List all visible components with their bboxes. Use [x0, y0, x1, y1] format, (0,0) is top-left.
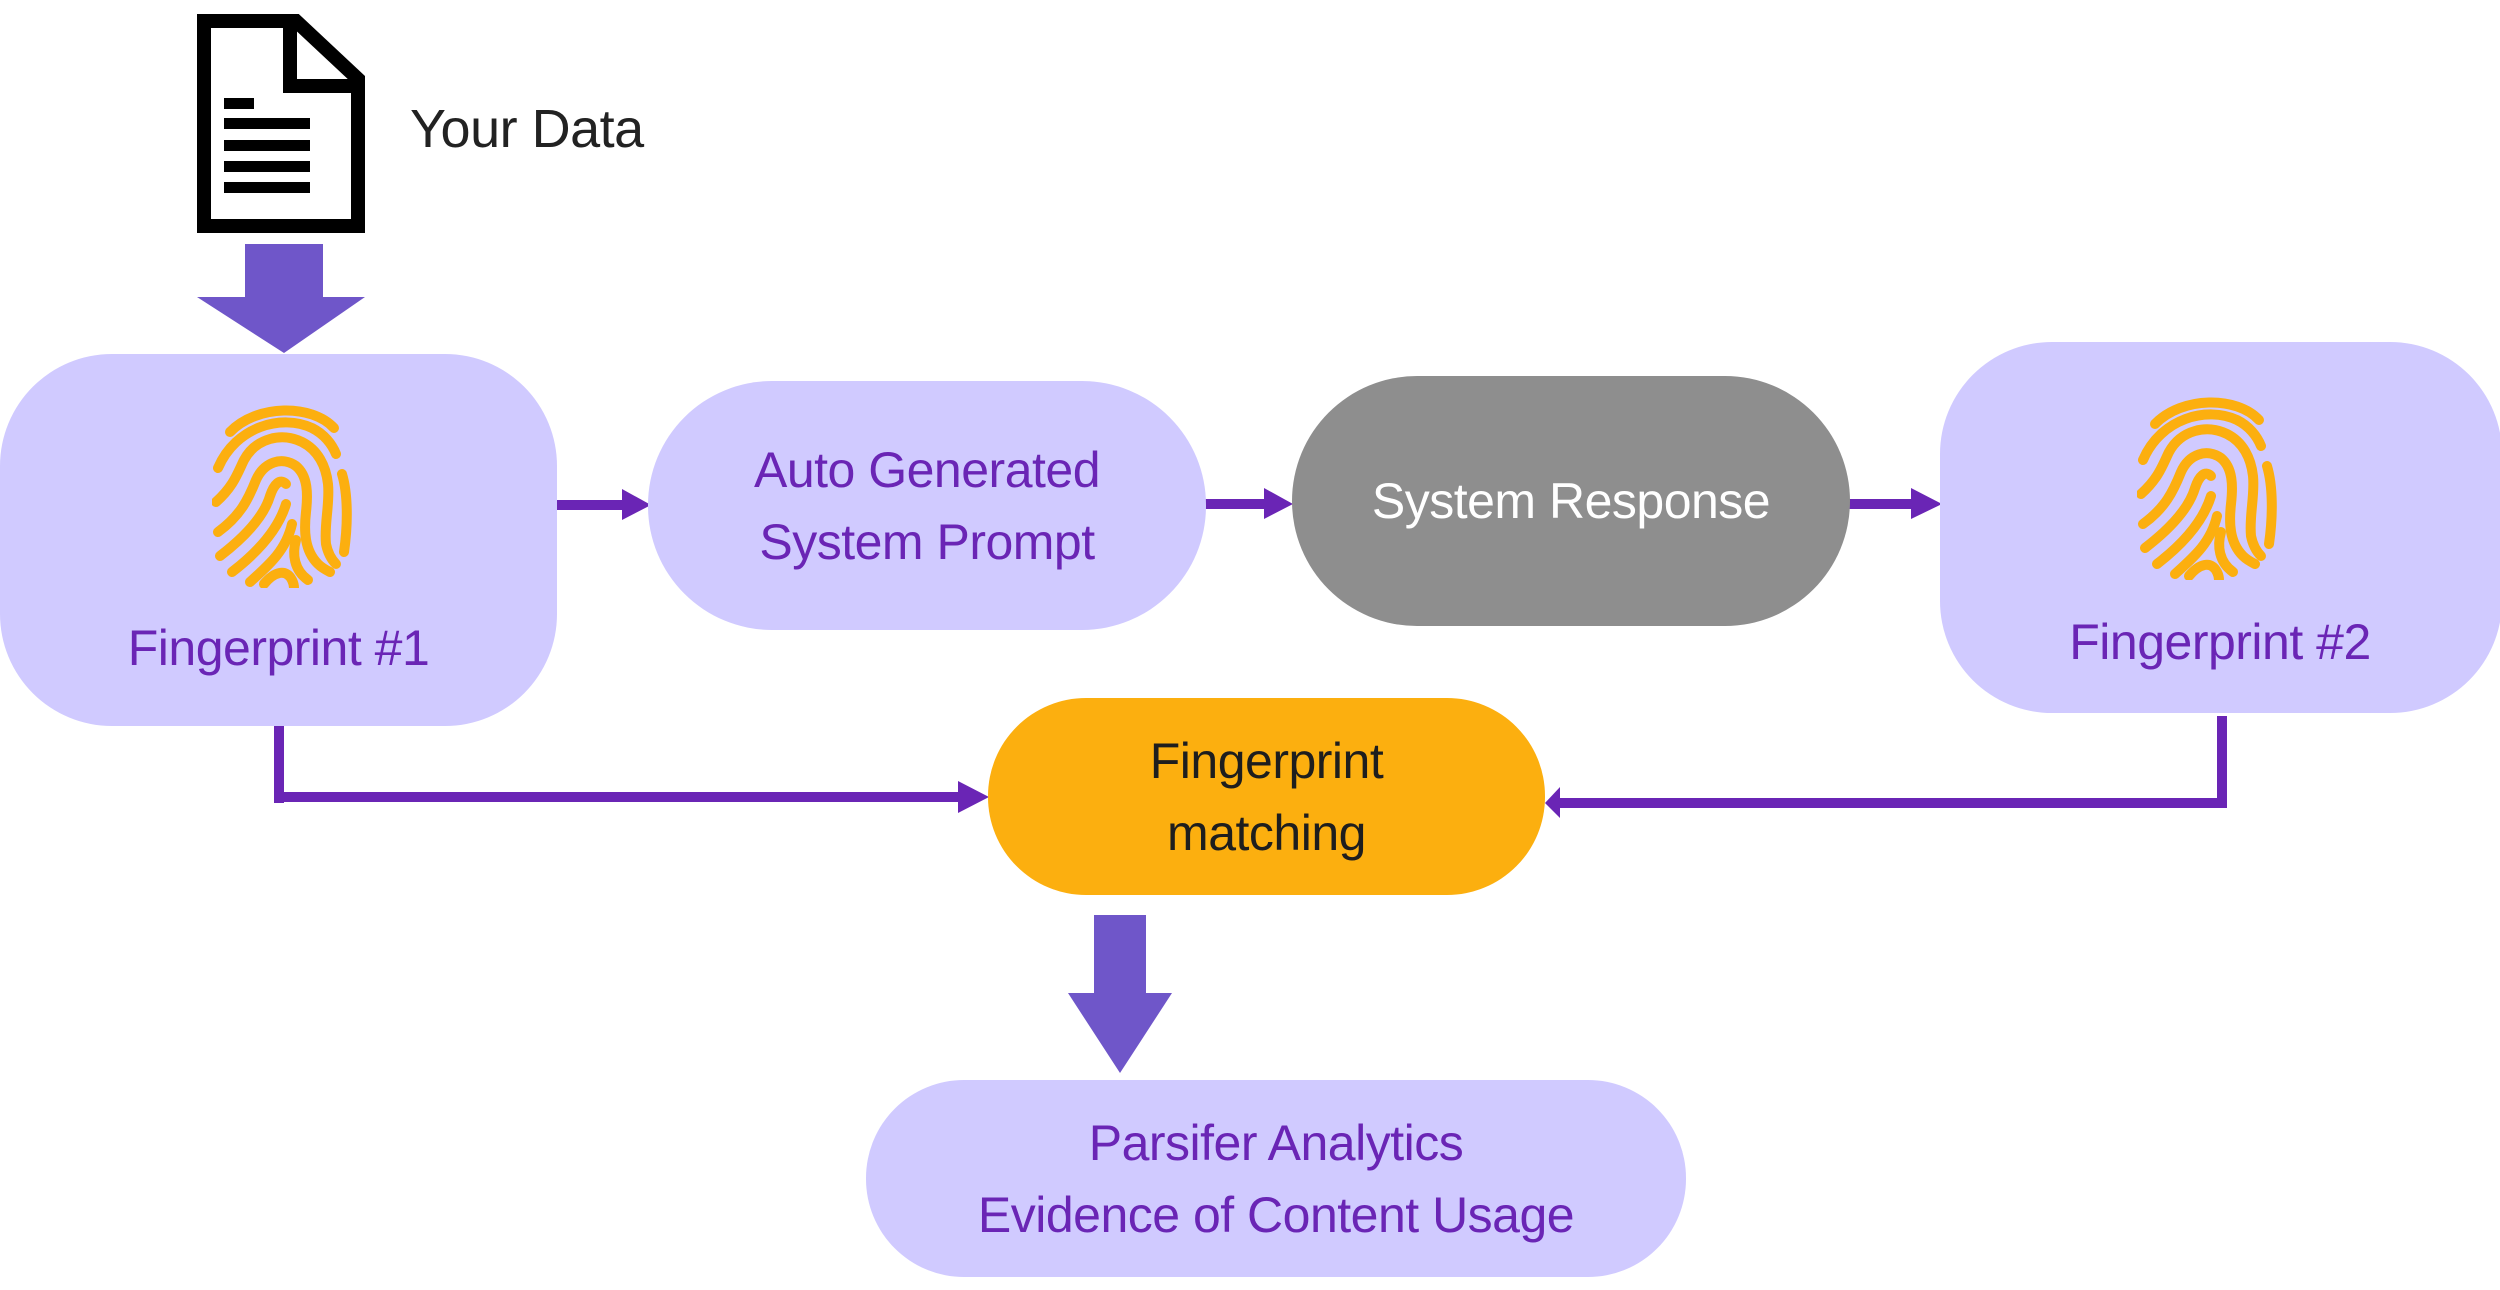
source-label: Your Data — [410, 99, 644, 159]
system-prompt-line1: Auto Generated — [753, 441, 1101, 498]
analytics-result-line2: Evidence of Content Usage — [977, 1186, 1575, 1243]
fingerprint-2-label-wrap: Fingerprint #2 — [1940, 606, 2500, 678]
arrow-fp2-to-matching — [1545, 716, 2227, 818]
fingerprint-1-label-wrap: Fingerprint #1 — [0, 612, 557, 684]
arrow-fp1-to-prompt — [557, 489, 651, 520]
fingerprint-icon — [211, 404, 352, 593]
fingerprint-2-label: Fingerprint #2 — [2069, 614, 2371, 670]
arrow-prompt-to-response — [1200, 488, 1293, 519]
fingerprint-matching-node[interactable]: Fingerprint matching — [988, 698, 1545, 895]
arrow-fp1-to-matching — [274, 726, 989, 813]
document-icon — [197, 14, 365, 233]
fingerprint-matching-line2: matching — [1167, 804, 1366, 861]
block-arrow-down-bottom — [1068, 915, 1172, 1073]
system-response-node[interactable]: System Response — [1292, 376, 1850, 626]
fingerprint-1-node[interactable] — [0, 354, 557, 726]
fingerprint-matching-line1: Fingerprint — [1149, 732, 1384, 789]
arrow-response-to-fp2 — [1847, 488, 1942, 519]
system-prompt-line2: System Prompt — [759, 513, 1095, 570]
fingerprint-icon — [2136, 396, 2277, 585]
system-response-label: System Response — [1371, 473, 1771, 529]
system-prompt-node[interactable]: Auto Generated System Prompt — [648, 381, 1206, 630]
block-arrow-down-top — [197, 244, 365, 353]
analytics-result-line1: Parsifer Analytics — [1088, 1114, 1464, 1171]
fingerprint-1-label: Fingerprint #1 — [127, 620, 430, 676]
analytics-result-node[interactable]: Parsifer Analytics Evidence of Content U… — [866, 1080, 1686, 1277]
